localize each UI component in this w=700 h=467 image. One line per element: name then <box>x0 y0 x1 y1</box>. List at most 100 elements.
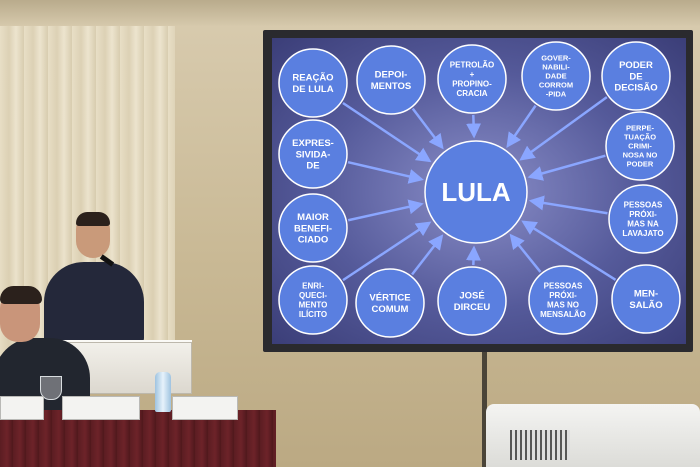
slide-bubble-2-circle <box>437 44 507 114</box>
slide-bubble-1-label: DEPOI- <box>375 70 408 81</box>
screen-stand <box>482 352 487 467</box>
slide-bubble-9-circle <box>278 265 348 335</box>
slide-bubble-6-label: TUAÇÃO <box>624 133 656 142</box>
slide-bubble-9-label: ILÍCITO <box>299 310 327 319</box>
slide-bubble-12-label: PRÓXI- <box>549 291 577 300</box>
slide-bubble-13: MEN-SALÃO <box>611 264 681 334</box>
slide-bubble-8-label: MAS NA <box>627 220 659 229</box>
slide-bubble-8-circle <box>608 184 678 254</box>
slide-bubble-2-label: PROPINO- <box>452 80 492 89</box>
slide-bubble-1: DEPOI-MENTOS <box>356 45 426 115</box>
slide-bubble-8-label: PESSOAS <box>624 200 663 209</box>
slide-bubble-12-circle <box>528 265 598 335</box>
nameplate <box>62 396 140 420</box>
slide-bubble-3-label: NABILI- <box>542 63 570 72</box>
slide-bubble-3-label: CORROM <box>539 81 573 90</box>
slide-bubble-0-circle <box>278 48 348 118</box>
arrow-10 <box>411 234 444 276</box>
arrow-0 <box>342 101 432 163</box>
slide-bubble-11-circle <box>437 266 507 336</box>
slide-bubble-10-label: COMUM <box>372 304 409 315</box>
nameplate <box>0 396 44 420</box>
slide-bubble-4-label: PODER <box>619 60 653 71</box>
arrow-2 <box>466 114 482 139</box>
arrow-11 <box>465 245 481 266</box>
projector-vent <box>510 430 570 460</box>
slide-bubble-2-label: PETROLÃO <box>450 60 494 69</box>
slide-bubble-3-circle <box>521 41 591 111</box>
slide-center-bubble: LULA <box>424 140 528 244</box>
slide-bubble-9-label: QUECI- <box>299 291 327 300</box>
slide-bubble-5-circle <box>278 119 348 189</box>
slide-bubble-6-label: NOSA NO <box>623 151 658 160</box>
slide-bubble-3-label: GOVER- <box>541 54 571 63</box>
slide-bubble-6-circle <box>605 111 675 181</box>
slide-bubble-10-circle <box>355 268 425 338</box>
slide-bubble-6-label: PERPE- <box>626 124 654 133</box>
slide-bubble-7-circle <box>278 193 348 263</box>
speaker-hair <box>76 212 110 226</box>
arrow-9 <box>342 221 432 282</box>
slide-bubble-7-label: CIADO <box>298 235 329 246</box>
slide-center-bubble-circle <box>424 140 528 244</box>
slide-bubble-5: EXPRES-SIVIDA-DE <box>278 119 348 189</box>
slide-bubble-9-label: ENRI- <box>302 281 324 290</box>
slide-bubble-7-label: MAIOR <box>297 212 329 223</box>
ceiling <box>0 0 700 26</box>
slide-bubble-3-label: DADE <box>545 72 566 81</box>
slide-bubble-4-label: DE <box>629 71 642 82</box>
slide-bubble-12-label: MAS NO <box>547 301 579 310</box>
slide-bubble-8-label: PRÓXI- <box>629 210 657 219</box>
slide-bubble-11-label: DIRCEU <box>454 302 491 313</box>
arrow-1 <box>411 107 444 150</box>
water-glass <box>40 376 62 400</box>
arrow-6 <box>527 154 606 181</box>
slide-bubble-2-label: CRACIA <box>456 89 487 98</box>
slide-bubble-12-label: PESSOAS <box>544 281 583 290</box>
nameplate <box>172 396 238 420</box>
slide-bubble-0-label: REAÇÃO <box>292 73 333 84</box>
slide-bubble-1-label: MENTOS <box>371 81 411 92</box>
slide-bubble-7-label: BENEFI- <box>294 223 332 234</box>
arrow-12 <box>509 233 542 273</box>
slide-bubble-2: PETROLÃO+PROPINO-CRACIA <box>437 44 507 114</box>
slide-bubble-6-label: PODER <box>627 160 654 169</box>
slide-bubble-13-label: SALÃO <box>629 300 662 311</box>
slide-bubble-13-circle <box>611 264 681 334</box>
arrow-5 <box>347 160 424 184</box>
seated-person-hair <box>0 286 42 304</box>
slide-bubble-1-circle <box>356 45 426 115</box>
arrow-7 <box>347 199 424 222</box>
slide-bubble-6-label: CRIMI- <box>628 142 652 151</box>
slide-bubble-11-label: JOSÉ <box>459 291 484 302</box>
arrow-3 <box>506 104 537 148</box>
arrow-4 <box>519 96 608 161</box>
water-bottle <box>155 372 171 412</box>
slide-bubble-13-label: MEN- <box>634 289 658 300</box>
slide-bubble-4-label: DECISÃO <box>614 83 657 94</box>
slide-bubble-8-label: LAVAJATO <box>622 229 663 238</box>
slide-bubble-3-label: -PIDA <box>546 90 567 99</box>
speaker-body <box>44 262 144 344</box>
arrow-13 <box>521 220 617 281</box>
arrow-8 <box>528 195 608 215</box>
slide-bubble-5-label: EXPRES- <box>292 138 334 149</box>
slide-bubble-5-label: DE <box>306 161 319 172</box>
slide-bubble-2-label: + <box>470 70 475 79</box>
slide-bubble-9-label: MENTO <box>299 301 328 310</box>
slide-bubble-5-label: SIVIDA- <box>296 149 331 160</box>
slide-bubble-4-circle <box>601 41 671 111</box>
